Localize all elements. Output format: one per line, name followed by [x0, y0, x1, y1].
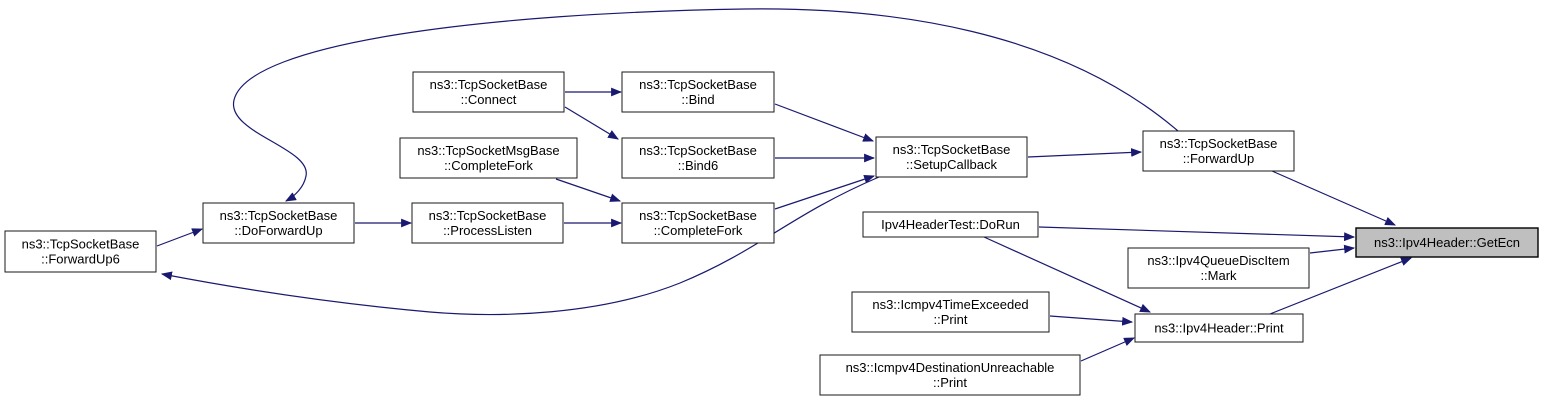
mark-box[interactable] — [1127, 247, 1310, 289]
processlisten-box[interactable] — [411, 202, 564, 244]
destunreach-label-line-1: ::Print — [933, 375, 967, 390]
edge-dorun-to-getecn — [1038, 226, 1356, 242]
node-mark[interactable]: ns3::Ipv4QueueDiscItem::Mark — [1127, 247, 1310, 289]
node-bind[interactable]: ns3::TcpSocketBase::Bind — [621, 71, 775, 113]
forwardup-box[interactable] — [1142, 130, 1295, 172]
node-bind6[interactable]: ns3::TcpSocketBase::Bind6 — [621, 137, 775, 179]
setupcallback-box[interactable] — [875, 136, 1028, 178]
edge-timeexceeded-to-print — [1049, 315, 1134, 326]
forwardup-label-line-0: ns3::TcpSocketBase — [1160, 136, 1278, 151]
bind-label-line-0: ns3::TcpSocketBase — [639, 77, 757, 92]
timeexceeded-box[interactable] — [851, 291, 1050, 333]
completefork-label-line-0: ns3::TcpSocketBase — [639, 208, 757, 223]
edge-msgcompletefork-to-completefork — [555, 178, 622, 202]
doforwardup-label-line-1: ::DoForwardUp — [234, 223, 322, 238]
edge-forwardup-to-getecn — [1271, 170, 1397, 226]
doforwardup-label-line-0: ns3::TcpSocketBase — [220, 208, 338, 223]
node-completefork[interactable]: ns3::TcpSocketBase::CompleteFork — [621, 202, 775, 244]
doforwardup-box[interactable] — [202, 202, 355, 244]
timeexceeded-label-line-0: ns3::Icmpv4TimeExceeded — [872, 297, 1028, 312]
connect-label-line-0: ns3::TcpSocketBase — [430, 77, 548, 92]
setupcallback-label-line-0: ns3::TcpSocketBase — [893, 142, 1011, 157]
edge-setupcallback-to-forwardup6 — [160, 176, 880, 316]
getecn-label-line-0: ns3::Ipv4Header::GetEcn — [1374, 235, 1520, 250]
connect-label-line-1: ::Connect — [461, 92, 517, 107]
edge-mark-to-getecn — [1309, 244, 1356, 254]
bind6-box[interactable] — [621, 137, 775, 179]
node-connect[interactable]: ns3::TcpSocketBase::Connect — [412, 71, 565, 113]
print-box[interactable] — [1134, 313, 1304, 343]
processlisten-label-line-0: ns3::TcpSocketBase — [429, 208, 547, 223]
mark-label-line-1: ::Mark — [1200, 268, 1237, 283]
node-destunreach[interactable]: ns3::Icmpv4DestinationUnreachable::Print — [819, 354, 1081, 396]
bind6-label-line-1: ::Bind6 — [678, 158, 718, 173]
bind6-label-line-0: ns3::TcpSocketBase — [639, 143, 757, 158]
bind-box[interactable] — [621, 71, 775, 113]
node-msgcompletefork[interactable]: ns3::TcpSocketMsgBase::CompleteFork — [399, 137, 578, 179]
edge-forwardup-to-doforwardup — [233, 8, 1179, 202]
dorun-box[interactable] — [862, 211, 1039, 238]
forwardup-label-line-1: ::ForwardUp — [1183, 151, 1255, 166]
mark-label-line-0: ns3::Ipv4QueueDiscItem — [1147, 253, 1289, 268]
edge-bind-to-setupcallback — [774, 103, 875, 142]
edge-setupcallback-to-forwardup — [1027, 148, 1143, 158]
completefork-label-line-1: ::CompleteFork — [654, 223, 743, 238]
node-processlisten[interactable]: ns3::TcpSocketBase::ProcessListen — [411, 202, 564, 244]
edge-connect-to-bind6 — [564, 106, 619, 140]
processlisten-label-line-1: ::ProcessListen — [443, 223, 532, 238]
node-forwardup[interactable]: ns3::TcpSocketBase::ForwardUp — [1142, 130, 1295, 172]
edge-print-to-getecn — [1269, 257, 1413, 315]
forwardup6-label-line-1: ::ForwardUp6 — [41, 252, 120, 267]
connect-box[interactable] — [412, 71, 565, 113]
getecn-box — [1355, 227, 1539, 258]
edge-destunreach-to-print — [1080, 337, 1136, 362]
print-label-line-0: ns3::Ipv4Header::Print — [1154, 321, 1284, 336]
msgcompletefork-box[interactable] — [399, 137, 578, 179]
forwardup6-label-line-0: ns3::TcpSocketBase — [22, 237, 140, 252]
node-setupcallback[interactable]: ns3::TcpSocketBase::SetupCallback — [875, 136, 1028, 178]
destunreach-box[interactable] — [819, 354, 1081, 396]
forwardup6-box[interactable] — [4, 230, 157, 273]
dorun-label-line-0: Ipv4HeaderTest::DoRun — [881, 217, 1020, 232]
node-doforwardup[interactable]: ns3::TcpSocketBase::DoForwardUp — [202, 202, 355, 244]
completefork-box[interactable] — [621, 202, 775, 244]
bind-label-line-1: ::Bind — [681, 92, 714, 107]
msgcompletefork-label-line-0: ns3::TcpSocketMsgBase — [417, 143, 559, 158]
destunreach-label-line-0: ns3::Icmpv4DestinationUnreachable — [846, 360, 1055, 375]
edge-dorun-to-print — [983, 236, 1152, 313]
node-dorun[interactable]: Ipv4HeaderTest::DoRun — [862, 211, 1039, 238]
node-print[interactable]: ns3::Ipv4Header::Print — [1134, 313, 1304, 343]
setupcallback-label-line-1: ::SetupCallback — [906, 157, 998, 172]
node-getecn: ns3::Ipv4Header::GetEcn — [1355, 227, 1539, 258]
node-timeexceeded[interactable]: ns3::Icmpv4TimeExceeded::Print — [851, 291, 1050, 333]
timeexceeded-label-line-1: ::Print — [934, 312, 968, 327]
node-forwardup6[interactable]: ns3::TcpSocketBase::ForwardUp6 — [4, 230, 157, 273]
edge-forwardup6-to-doforwardup — [156, 228, 204, 247]
edge-completefork-to-setupcallback — [774, 174, 876, 210]
msgcompletefork-label-line-1: ::CompleteFork — [444, 158, 533, 173]
